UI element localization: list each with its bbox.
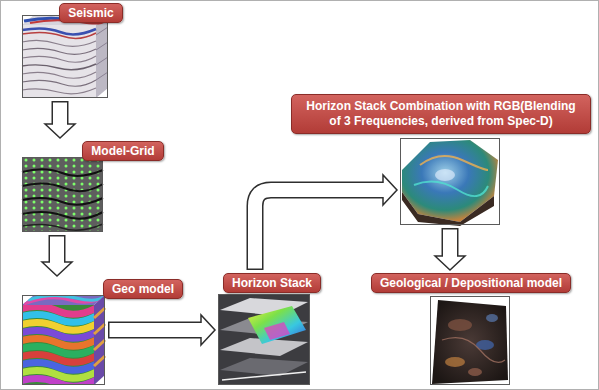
image-frame: Horizon Stack bbox=[218, 294, 310, 385]
step-label: Horizon Stack Combination with RGB(Blend… bbox=[291, 94, 591, 134]
seismic-cube bbox=[22, 15, 108, 98]
depositional-model-picture bbox=[432, 300, 508, 384]
step-label: Geological / Depositional model bbox=[371, 273, 571, 293]
block-arrow bbox=[108, 315, 215, 345]
image-frame: Model-Grid bbox=[22, 157, 103, 232]
block-arrow bbox=[255, 175, 397, 270]
step-label: Model-Grid bbox=[82, 141, 163, 161]
step-label: Seismic bbox=[59, 3, 122, 23]
block-arrow bbox=[45, 101, 75, 138]
image-frame: Horizon Stack Combination with RGB(Blend… bbox=[400, 138, 500, 225]
rgb-blend-picture bbox=[402, 140, 498, 226]
image-frame: Seismic bbox=[22, 15, 108, 98]
step-label: Geo model bbox=[103, 279, 183, 299]
image-frame: Geo model bbox=[22, 295, 105, 385]
block-arrow bbox=[435, 228, 465, 270]
geo-model-cube bbox=[20, 294, 106, 386]
image-frame: Geological / Depositional model bbox=[430, 296, 510, 385]
model-grid-picture bbox=[22, 157, 103, 232]
block-arrow bbox=[42, 235, 72, 276]
step-label: Horizon Stack bbox=[223, 273, 321, 293]
horizon-stack-picture bbox=[218, 294, 310, 385]
